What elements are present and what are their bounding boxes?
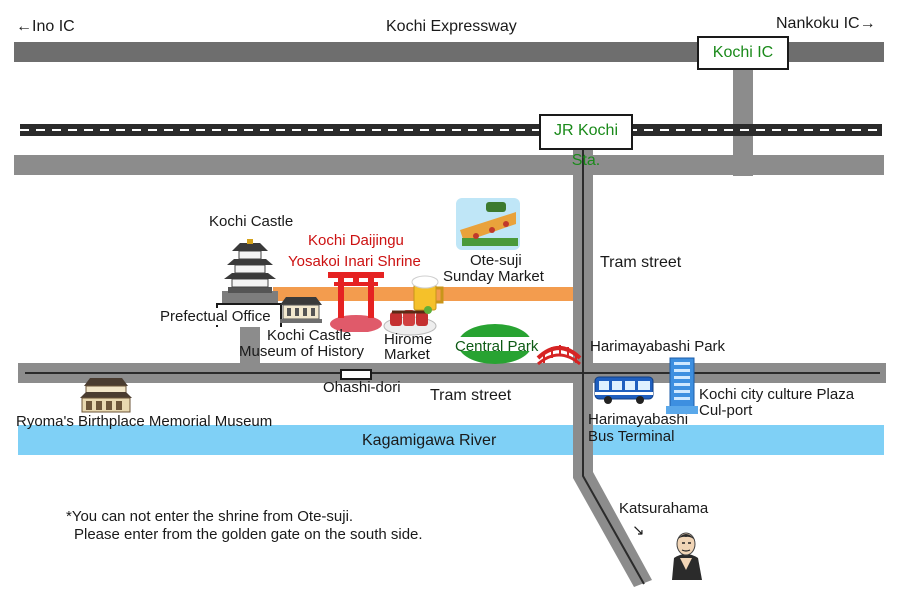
otesuji-line2: Sunday Market [443, 268, 544, 285]
tram-street-vertical-label: Tram street [600, 254, 682, 271]
tram-line-vertical [582, 148, 584, 382]
ohashi-dori-label: Ohashi-dori [323, 379, 401, 396]
note-line2: Please enter from the golden gate on the… [74, 526, 423, 543]
harimayabashi-park-label: Harimayabashi Park [590, 338, 726, 355]
kochi-daijingu-label: Kochi Daijingu [308, 232, 404, 249]
building-icon [666, 357, 698, 414]
hirome-line1: Hirome [384, 331, 433, 348]
castle-icon [222, 239, 278, 305]
seared-bonito-icon [383, 306, 437, 336]
kagamigawa-river-label: Kagamigawa River [362, 432, 497, 449]
nankoku-ic-label: Nankoku IC→ [776, 15, 876, 32]
kochi-ic-box: Kochi IC [697, 36, 789, 70]
house-icon [80, 378, 132, 413]
culture-plaza-line1: Kochi city culture Plaza [699, 386, 855, 403]
note-line1: *You can not enter the shrine from Ote-s… [66, 508, 354, 525]
prefectual-office-label: Prefectual Office [160, 308, 271, 325]
bus-terminal-line2: Bus Terminal [588, 428, 675, 445]
ryoma-museum-label: Ryoma's Birthplace Memorial Museum [16, 413, 273, 430]
kagamigawa-river [18, 425, 884, 455]
museum-history-line1: Kochi Castle [267, 327, 352, 344]
tram-street-horizontal-label: Tram street [430, 387, 512, 404]
beer-icon [411, 275, 444, 311]
museum-history-line2: Museum of History [239, 343, 365, 360]
ohashi-dori-marker [340, 369, 372, 380]
jr-railway-line [20, 124, 882, 136]
central-park-label: Central Park [455, 338, 539, 355]
culture-plaza-line2: Cul-port [699, 402, 753, 419]
bridge-icon [536, 345, 582, 366]
ryoma-statue-icon [672, 532, 702, 580]
kochi-castle-label: Kochi Castle [209, 213, 294, 230]
jr-kochi-station-box: JR Kochi Sta. [539, 114, 633, 169]
yosakoi-inari-label: Yosakoi Inari Shrine [288, 253, 421, 270]
hirome-line2: Market [384, 346, 430, 363]
market-stall-icon [456, 198, 520, 250]
museum-building-icon [280, 297, 322, 323]
central-park-band [458, 337, 532, 351]
ino-ic-label: ←Ino IC [16, 18, 75, 35]
bus-icon [594, 376, 654, 404]
bus-terminal-line1: Harimayabashi [588, 411, 689, 428]
kochi-expressway-road [14, 42, 884, 62]
tram-line-horizontal [25, 372, 880, 374]
station-avenue-road [14, 155, 884, 175]
katsurahama-label: Katsurahama [619, 500, 709, 517]
torii-icon [328, 272, 384, 332]
katsurahama-road [573, 380, 652, 587]
katsurahama-arrow: ↘ [632, 522, 645, 539]
kochi-ic-connector-road [733, 62, 753, 176]
otesuji-line1: Ote-suji [470, 252, 522, 269]
kochi-expressway-label: Kochi Expressway [386, 18, 517, 35]
